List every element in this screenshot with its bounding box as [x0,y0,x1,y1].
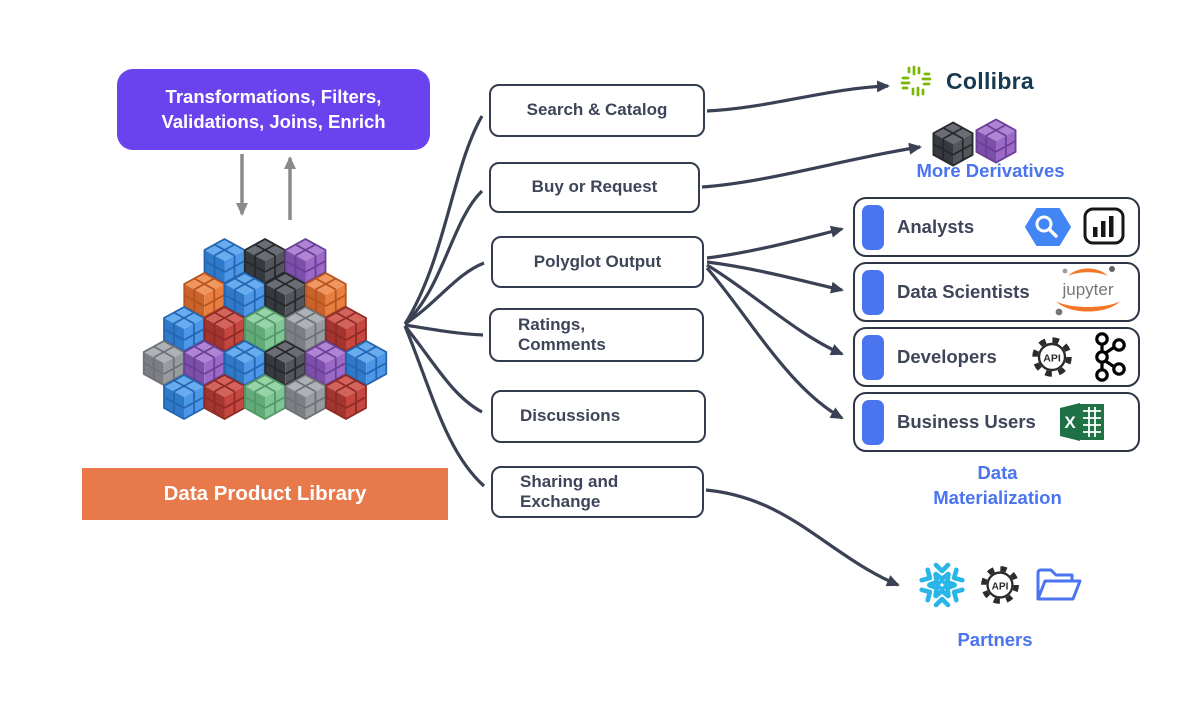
search-catalog-label: Search & Catalog [526,100,668,120]
feedback-arrows [236,154,296,220]
partners-label: Partners [957,629,1033,650]
analysts-label: Analysts [897,216,975,237]
data-scientists-label: Data Scientists [897,281,1030,302]
data-product-library-banner: Data Product Library [82,468,448,520]
data-materialization-line2: Materialization [933,486,1062,508]
buy-request-label: Buy or Request [531,177,658,197]
jupyter-icon: jupyter [1055,266,1120,316]
data-scientists-pill [862,269,884,315]
sharing-label-line2: Exchange [520,492,601,511]
collibra-label: Collibra [946,67,1035,94]
ratings-label-line1: Ratings, [518,314,586,334]
bigquery-icon [1025,208,1071,246]
svg-text:X: X [1064,413,1076,432]
box-search-catalog: Search & Catalog [489,84,705,137]
transformations-box: Transformations, Filters, Validations, J… [117,69,430,150]
snowflake-icon [919,562,965,608]
transformations-line2: Validations, Joins, Enrich [161,110,386,132]
box-sharing-exchange: Sharing and Exchange [491,466,704,518]
box-discussions: Discussions [491,390,706,443]
box-ratings-comments: Ratings, Comments [489,308,704,362]
partners-block: API [918,561,1082,609]
business-users-pill [862,399,884,445]
transformations-line1: Transformations, Filters, [165,86,382,108]
folder-icon [1036,568,1082,601]
developers-label: Developers [897,346,997,367]
data-materialization-label: Data Materialization [895,461,1100,511]
box-buy-or-request: Buy or Request [489,162,700,213]
api-gear-icon: API [981,566,1019,604]
svg-text:API: API [1043,353,1061,365]
discussions-label: Discussions [520,406,621,426]
kafka-icon [1095,332,1126,382]
data-materialization-line1: Data [977,462,1018,483]
row-business-users: Business Users X [853,392,1140,452]
collibra-block: Collibra [897,62,1034,100]
powerbi-icon [1083,207,1125,245]
api-gear-icon: API [1032,337,1072,377]
row-developers: Developers API [853,327,1140,387]
row-data-scientists: Data Scientists jupyter [853,262,1140,322]
ratings-label-line2: Comments [518,335,606,354]
collibra-icon [900,65,932,97]
polyglot-output-label: Polyglot Output [533,251,662,271]
box-polyglot-output: Polyglot Output [491,236,704,288]
more-derivatives-label: More Derivatives [916,160,1065,181]
library-label: Data Product Library [163,482,367,505]
analysts-pill [862,204,884,250]
row-analysts: Analysts [853,197,1140,257]
sharing-label-line1: Sharing and [520,471,619,491]
svg-text:jupyter: jupyter [1061,280,1113,299]
developers-pill [862,334,884,380]
excel-icon: X [1060,403,1104,441]
svg-text:API: API [992,581,1009,592]
business-users-label: Business Users [897,411,1036,432]
